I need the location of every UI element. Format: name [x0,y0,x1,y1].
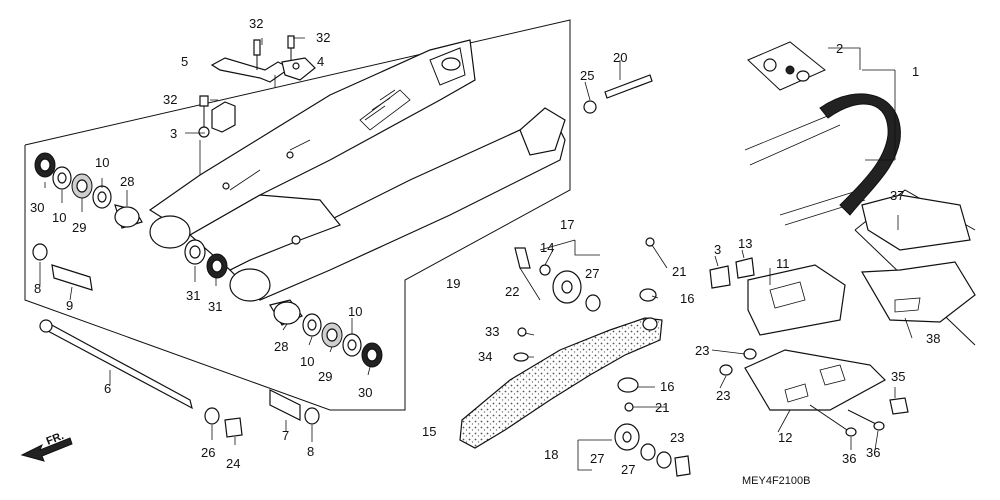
swingarm-group-frame [24,19,571,411]
part-label-3: 3 [714,242,721,257]
part-label-3: 3 [170,126,177,141]
part-label-24: 24 [226,456,240,471]
part-label-27: 27 [621,462,635,477]
hose-guide-brackets [198,35,316,138]
right-pivot-bearings [269,299,383,368]
part-label-9: 9 [66,298,73,313]
part-label-27: 27 [585,266,599,281]
part-label-5: 5 [181,54,188,69]
part-label-32: 32 [249,16,263,31]
chain-slider [459,317,663,449]
part-label-14: 14 [540,240,554,255]
part-label-23: 23 [716,388,730,403]
part-label-10: 10 [95,155,109,170]
part-label-34: 34 [478,349,492,364]
part-label-29: 29 [72,220,86,235]
part-label-23: 23 [670,430,684,445]
part-label-16: 16 [660,379,674,394]
part-label-12: 12 [778,430,792,445]
part-label-35: 35 [891,369,905,384]
part-label-37: 37 [890,188,904,203]
part-label-29: 29 [318,369,332,384]
part-label-30: 30 [358,385,372,400]
leader-lines [39,37,913,471]
part-label-20: 20 [613,50,627,65]
diagram-code: MEY4F2100B [742,475,810,487]
part-label-17: 17 [560,217,574,232]
part-label-7: 7 [282,428,289,443]
part-label-4: 4 [317,54,324,69]
drive-chain [744,41,901,226]
part-label-13: 13 [738,236,752,251]
part-label-31: 31 [186,288,200,303]
part-label-28: 28 [120,174,134,189]
part-label-25: 25 [580,68,594,83]
part-label-21: 21 [655,400,669,415]
part-label-36: 36 [866,445,880,460]
part-label-31: 31 [208,299,222,314]
part-label-23: 23 [695,343,709,358]
part-label-1: 1 [912,64,919,79]
part-label-27: 27 [590,451,604,466]
chain-guide-assembly [854,189,976,346]
part-label-36: 36 [842,451,856,466]
chain-roller-hardware [513,74,909,477]
part-label-2: 2 [836,41,843,56]
part-label-26: 26 [201,445,215,460]
part-label-8: 8 [34,281,41,296]
part-label-15: 15 [422,424,436,439]
part-label-21: 21 [672,264,686,279]
part-label-22: 22 [505,284,519,299]
pivot-shaft [32,243,320,438]
part-label-32: 32 [316,30,330,45]
swingarm-body [148,39,566,302]
part-label-33: 33 [485,324,499,339]
part-label-16: 16 [680,291,694,306]
part-label-10: 10 [348,304,362,319]
part-label-10: 10 [52,210,66,225]
part-label-38: 38 [926,331,940,346]
left-pivot-bearings [34,152,228,279]
part-number-labels: 1 2 3 3 4 5 6 7 8 8 9 10 10 10 10 11 12 … [30,16,940,477]
part-label-32: 32 [163,92,177,107]
part-label-10: 10 [300,354,314,369]
part-label-28: 28 [274,339,288,354]
chain-guide-plate [744,349,886,411]
part-label-11: 11 [776,256,790,271]
part-label-30: 30 [30,200,44,215]
part-label-18: 18 [544,447,558,462]
part-label-8: 8 [307,444,314,459]
part-label-19: 19 [446,276,460,291]
part-label-6: 6 [104,381,111,396]
chain-slider-pads [709,257,846,336]
front-direction-arrow-icon [20,437,73,462]
